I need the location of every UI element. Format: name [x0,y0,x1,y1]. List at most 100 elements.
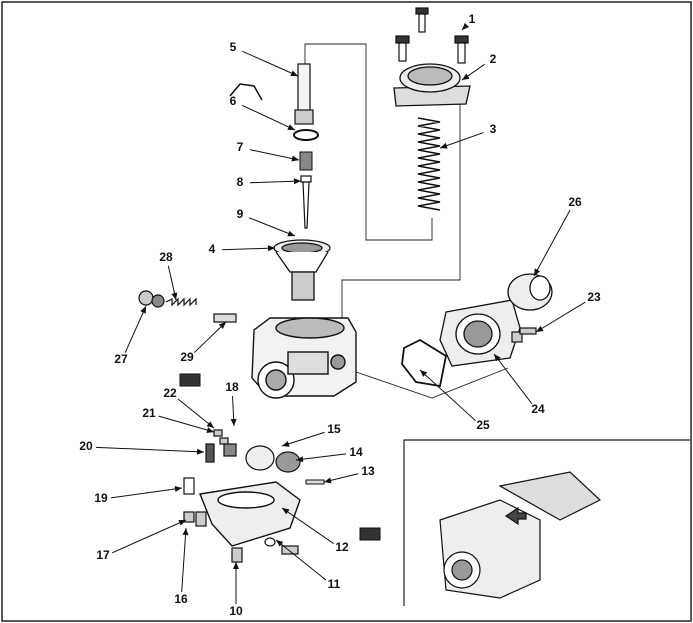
arrowhead-22 [206,421,214,428]
callout-label-24: 24 [531,402,545,416]
leader-line-21 [158,415,215,433]
callout-label-6: 6 [230,94,237,108]
leader-line-5 [241,50,299,77]
leader-line-4 [221,247,276,251]
o-ring-6 [293,129,319,141]
arrowhead-15 [282,441,290,447]
leader-line-7 [249,149,300,161]
arrowhead-20 [196,448,204,455]
arrowhead-26 [534,268,541,276]
arrowheads [140,22,544,569]
callout-label-20: 20 [79,439,93,453]
callout-label-9: 9 [237,207,244,221]
arrowhead-6 [287,124,295,130]
arrowhead-28 [171,292,178,300]
needle-holder [294,63,314,125]
leader-line-16 [181,527,187,593]
arrowhead-25 [420,370,428,377]
leader-line-20 [95,446,205,453]
leader-line-8 [249,180,302,184]
callout-label-28: 28 [159,250,173,264]
arrowhead-12 [282,508,290,515]
arrowhead-4 [267,245,275,252]
leader-line-11 [275,539,327,581]
leader-line-3 [439,132,484,149]
inset-carburetor-view [439,471,602,599]
callout-labels: 1234567891011121314151617181920212223242… [79,12,601,618]
arrowhead-3 [440,142,448,149]
assembly-routing-lines [304,43,509,399]
rubber-block-22 [179,373,201,387]
jet-parts-18-21 [205,429,237,463]
arrowhead-5 [290,70,298,76]
callout-label-4: 4 [209,242,216,256]
callout-label-27: 27 [114,352,128,366]
arrowhead-2 [462,73,470,80]
pilot-screw-assembly [138,290,237,323]
vacuum-piston [273,239,331,301]
leader-line-19 [110,487,183,499]
leader-line-29 [194,321,227,353]
callout-label-13: 13 [361,464,375,478]
cap-26 [507,273,553,311]
callout-label-14: 14 [349,445,363,459]
arrowhead-24 [494,354,501,362]
callout-label-1: 1 [469,12,476,26]
leader-line-15 [281,431,325,447]
callout-label-23: 23 [587,290,601,304]
callout-label-2: 2 [490,52,497,66]
spring-clip [229,83,263,101]
callout-label-7: 7 [237,140,244,154]
callout-label-25: 25 [476,418,490,432]
callout-label-21: 21 [142,406,156,420]
callout-label-10: 10 [229,604,243,618]
leader-line-23 [535,301,586,333]
callout-label-5: 5 [230,40,237,54]
callout-label-22: 22 [163,386,177,400]
screws-16-17 [183,511,207,527]
screw-23 [511,327,537,343]
compression-spring [417,117,441,211]
arrowhead-9 [287,230,295,237]
leader-line-9 [249,217,296,237]
screw-b [395,35,410,62]
screw-c [454,35,469,64]
arrowhead-19 [174,485,182,492]
float-chamber [199,481,301,547]
callout-label-16: 16 [174,592,188,606]
leader-line-25 [419,369,476,422]
screw-a [415,7,429,33]
callout-label-26: 26 [568,195,582,209]
arrowhead-1 [462,22,470,30]
leader-line-24 [493,353,533,405]
arrowhead-14 [296,456,304,463]
leader-line-6 [241,104,296,131]
arrowhead-29 [218,322,226,329]
leader-line-14 [295,453,347,461]
leader-line-12 [281,507,334,544]
callout-label-18: 18 [225,380,239,394]
callout-label-3: 3 [490,122,497,136]
float-pin-13 [305,479,325,485]
arrowhead-13 [324,477,332,484]
rubber-block-12 [359,527,381,541]
pilot-jet-19 [183,477,195,495]
drain-parts-10-11 [231,537,299,563]
callout-label-17: 17 [96,548,110,562]
callout-label-8: 8 [237,175,244,189]
arrowhead-8 [293,178,301,185]
screw-group-1 [395,7,469,64]
arrowhead-21 [206,427,214,434]
gasket-25 [401,338,448,388]
leader-line-27 [124,305,147,353]
arrowhead-16 [182,528,189,536]
leader-line-26 [533,209,571,277]
arrowhead-27 [140,306,146,314]
arrowhead-18 [230,418,237,426]
arrowhead-7 [291,155,299,162]
arrowhead-10 [233,562,239,569]
callout-label-12: 12 [335,540,349,554]
callout-label-11: 11 [328,577,341,591]
